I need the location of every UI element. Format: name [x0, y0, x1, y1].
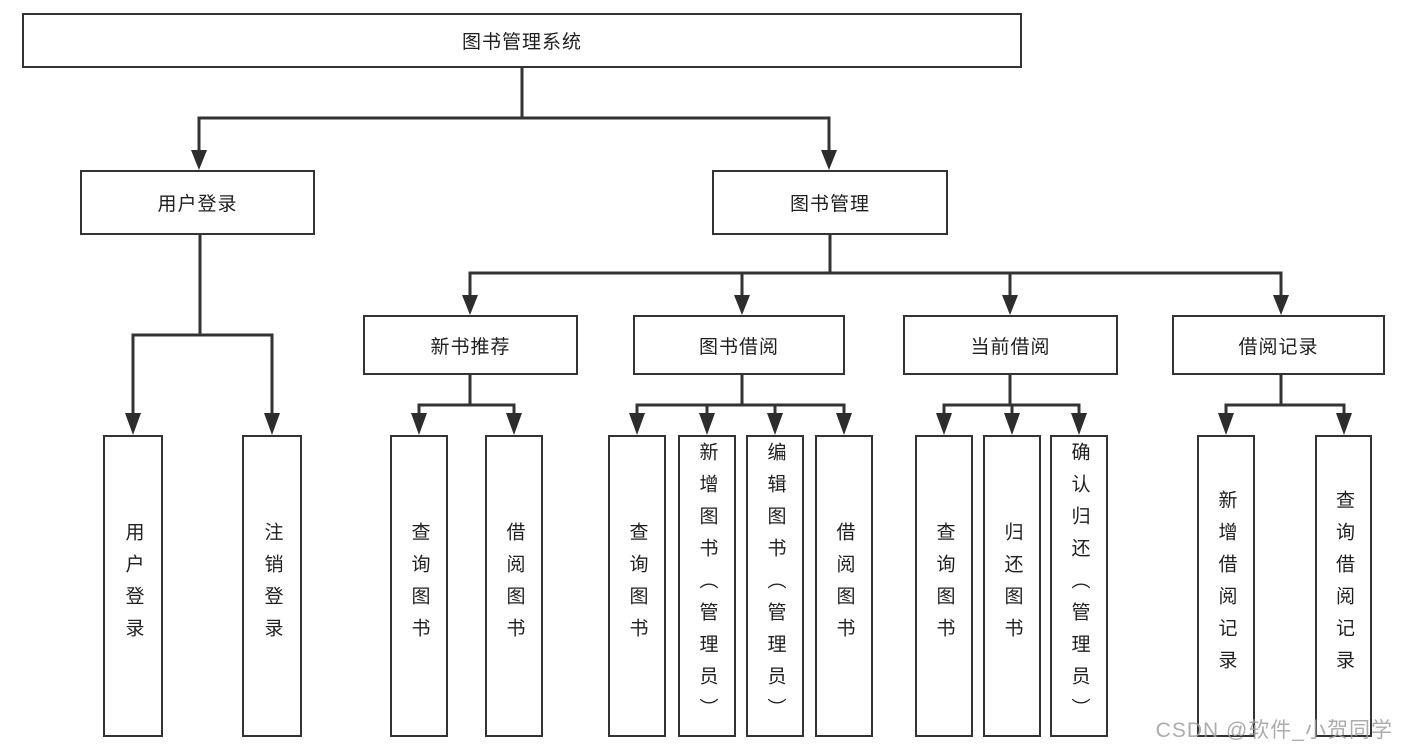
leaf-user-login: 用户登录 [103, 435, 163, 737]
leaf-query-books-recommend: 查询图书 [390, 435, 448, 737]
node-new-book-recommend: 新书推荐 [363, 315, 578, 375]
leaf-logout: 注销登录 [242, 435, 302, 737]
node-borrow-records: 借阅记录 [1172, 315, 1385, 375]
leaf-edit-books-admin: 编辑图书（管理员） [746, 435, 804, 737]
node-book-borrow: 图书借阅 [633, 315, 845, 375]
leaf-query-books-current: 查询图书 [915, 435, 973, 737]
leaf-add-borrow-record: 新增借阅记录 [1197, 435, 1255, 737]
leaf-add-books-admin: 新增图书（管理员） [678, 435, 736, 737]
leaf-query-books-borrow: 查询图书 [608, 435, 666, 737]
node-root-system: 图书管理系统 [22, 13, 1022, 68]
node-current-borrow: 当前借阅 [903, 315, 1118, 375]
csdn-watermark: CSDN @软件_小贺同学 [1155, 719, 1393, 742]
node-book-management: 图书管理 [712, 170, 948, 235]
leaf-confirm-return-admin: 确认归还（管理员） [1050, 435, 1108, 737]
leaf-query-borrow-record: 查询借阅记录 [1315, 435, 1372, 737]
leaf-borrow-books: 借阅图书 [815, 435, 873, 737]
node-user-login: 用户登录 [80, 170, 315, 235]
leaf-return-books: 归还图书 [983, 435, 1041, 737]
leaf-borrow-books-recommend: 借阅图书 [485, 435, 543, 737]
